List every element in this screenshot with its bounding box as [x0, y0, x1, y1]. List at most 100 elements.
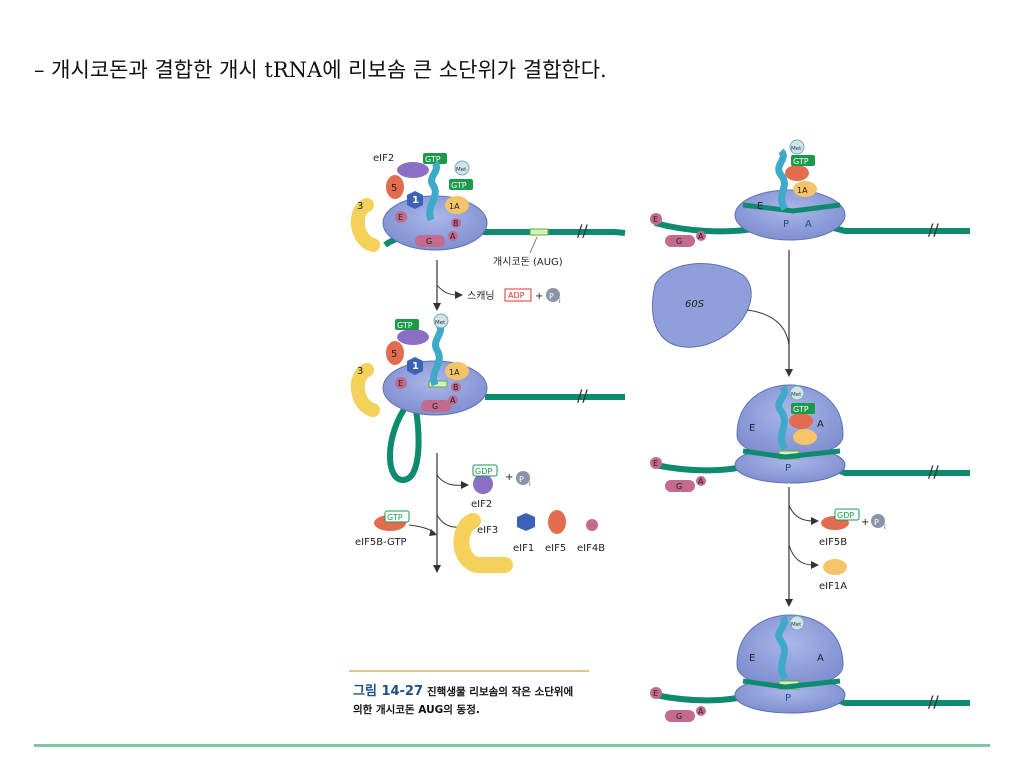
svg-text:E: E	[398, 379, 403, 388]
svg-text://: //	[577, 221, 588, 240]
svg-text:A: A	[698, 707, 704, 716]
svg-text:Met: Met	[791, 146, 802, 152]
svg-text:GTP: GTP	[793, 405, 809, 414]
svg-text:의한 개시코돈 AUG의 동정.: 의한 개시코돈 AUG의 동정.	[353, 703, 480, 716]
60s-subunit	[651, 263, 752, 348]
svg-text:A: A	[450, 396, 456, 405]
figure-caption: 그림 14-27 진핵생물 리보솜의 작은 소단위에 의한 개시코돈 AUG의 …	[349, 670, 589, 716]
svg-text:A: A	[698, 232, 704, 241]
eif5b-release-arrow: GDP + P i eIF5B eIF1A	[785, 487, 886, 607]
svg-text:G: G	[426, 237, 432, 246]
svg-text:B: B	[453, 383, 459, 392]
svg-text:3: 3	[357, 366, 363, 377]
mrna-loop	[386, 403, 422, 484]
svg-text:P: P	[785, 693, 791, 704]
right-panel-2: // E A P Met GTP E G A	[650, 384, 970, 492]
eif1-label: 1	[412, 195, 419, 206]
svg-text:G: G	[432, 402, 438, 411]
svg-text:G: G	[676, 712, 682, 721]
eif4g-1	[415, 235, 445, 247]
release-arrow: GDP + P i eIF2 eIF3 eIF1 eIF5 eIF4B GTP …	[355, 453, 605, 573]
svg-text:eIF1: eIF1	[513, 543, 534, 554]
svg-text:Met: Met	[456, 167, 467, 173]
svg-text:eIF5: eIF5	[545, 543, 566, 554]
svg-text:GTP: GTP	[387, 513, 403, 522]
svg-text:A: A	[450, 232, 456, 241]
svg-text:+: +	[861, 517, 869, 528]
svg-text:P: P	[549, 292, 554, 301]
start-codon-label: 개시코돈 (AUG)	[493, 256, 563, 268]
svg-text:Met: Met	[791, 622, 802, 628]
svg-text:A: A	[817, 419, 824, 430]
svg-text:eIF1A: eIF1A	[819, 581, 847, 592]
left-panel-2: // 3 5 1 GTP Met 1A E B A G	[351, 313, 625, 484]
svg-text://: //	[928, 220, 939, 239]
svg-text:E: E	[653, 459, 658, 468]
svg-text:A: A	[698, 477, 704, 486]
scanning-arrow: 스캐닝 ADP + P i	[433, 260, 561, 311]
svg-text:E: E	[653, 689, 658, 698]
svg-text:ADP: ADP	[508, 291, 525, 300]
svg-text:1: 1	[412, 361, 419, 372]
large-subunit-join: 60S	[651, 250, 793, 377]
svg-text:P: P	[874, 518, 879, 527]
initiation-figure: // 3 5 1 eIF2 GTP GTP Met 1A E B A G 개시코…	[345, 135, 985, 725]
svg-text:E: E	[398, 213, 403, 222]
trna-1	[426, 160, 440, 222]
svg-text:E: E	[757, 201, 763, 212]
gtp-badge-1	[423, 153, 447, 164]
svg-text://: //	[577, 386, 588, 405]
svg-text:B: B	[453, 219, 459, 228]
gtp-badge-2	[449, 179, 473, 190]
svg-text:eIF5B-GTP: eIF5B-GTP	[355, 537, 407, 548]
eif5-label: 5	[391, 183, 397, 194]
eif1a-shape-1	[445, 196, 469, 214]
svg-text:eIF5B: eIF5B	[819, 537, 847, 548]
svg-text://: //	[928, 692, 939, 711]
svg-text:+: +	[505, 472, 513, 483]
svg-text:G: G	[676, 482, 682, 491]
left-panel-1: // 3 5 1 eIF2 GTP GTP Met 1A E B A G 개시코…	[351, 153, 626, 268]
svg-text:스캐닝: 스캐닝	[467, 290, 495, 302]
svg-text:E: E	[653, 215, 658, 224]
eif5-shape	[386, 175, 404, 199]
svg-text:eIF4B: eIF4B	[577, 543, 605, 554]
svg-text:eIF3: eIF3	[477, 525, 498, 536]
svg-text:P: P	[785, 463, 791, 474]
large-subunit-r3	[736, 614, 844, 688]
svg-text:G: G	[676, 237, 682, 246]
svg-text:그림 14-27: 그림 14-27	[353, 684, 423, 699]
start-codon-mark	[529, 228, 549, 236]
svg-text:i: i	[529, 481, 531, 488]
svg-text:i: i	[884, 524, 886, 531]
svg-text:GTP: GTP	[397, 321, 413, 330]
svg-text:60S: 60S	[685, 299, 705, 310]
svg-text:A: A	[817, 653, 824, 664]
svg-text:GDP: GDP	[837, 511, 854, 520]
svg-text:P: P	[783, 219, 789, 230]
svg-text:GTP: GTP	[451, 181, 467, 190]
svg-text:GTP: GTP	[425, 155, 441, 164]
svg-text:Met: Met	[791, 392, 802, 398]
svg-text:P: P	[519, 475, 524, 484]
svg-text:1A: 1A	[797, 186, 808, 195]
svg-text:진핵생물 리보솜의 작은 소단위에: 진핵생물 리보솜의 작은 소단위에	[427, 685, 573, 698]
svg-text:E: E	[749, 423, 755, 434]
svg-text:GTP: GTP	[793, 157, 809, 166]
eif2-label: eIF2	[373, 153, 394, 164]
right-panel-1: // E P A Met GTP 1A E G A	[650, 139, 970, 247]
slide-title: – 개시코돈과 결합한 개시 tRNA에 리보솜 큰 소단위가 결합한다.	[34, 58, 607, 82]
svg-text:A: A	[805, 219, 812, 230]
svg-text:1A: 1A	[449, 368, 460, 377]
eif3-shape	[351, 198, 380, 252]
svg-text://: //	[928, 462, 939, 481]
svg-text:1A: 1A	[449, 202, 460, 211]
svg-text:eIF2: eIF2	[471, 499, 492, 510]
right-panel-3: // E A P Met E G A	[650, 614, 970, 722]
met-1	[454, 160, 470, 176]
bottom-divider	[34, 744, 990, 747]
svg-text:+: +	[535, 291, 543, 302]
svg-text:i: i	[559, 298, 561, 305]
svg-text:5: 5	[391, 349, 397, 360]
svg-text:Met: Met	[435, 320, 446, 326]
